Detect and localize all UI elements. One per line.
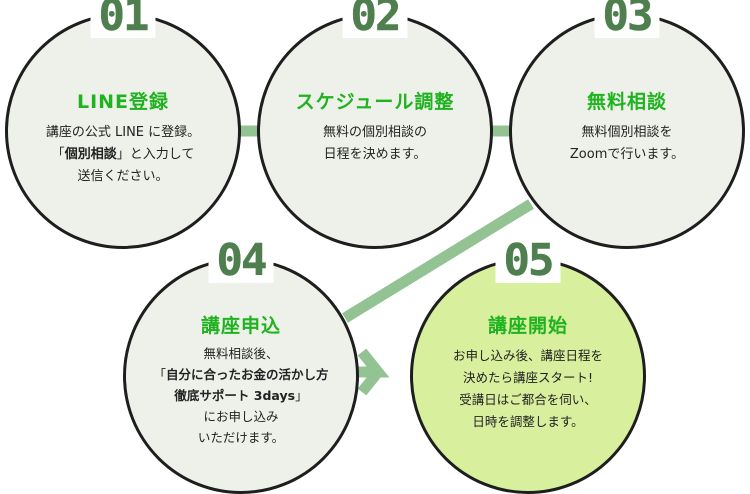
connector-03-04 <box>342 199 534 323</box>
step-04: 04 講座申込 無料相談後、「自分に合ったお金の活かし方徹底サポート 3days… <box>123 238 359 494</box>
description-text: 受講日はご都合を伺い、 <box>459 392 597 407</box>
description-line: 日程を決めます。 <box>274 144 476 166</box>
description-line: 送信ください。 <box>22 166 224 188</box>
step-01: 01 LINE登録 講座の公式 LINE に登録。「個別相談」と入力して送信くだ… <box>5 0 241 249</box>
description-text: 講座の公式 LINE に登録。 <box>45 125 201 140</box>
step-title: 無料相談 <box>586 91 667 113</box>
description-line: 日時を調整します。 <box>427 411 629 433</box>
description-text: Zoomで行います。 <box>569 147 685 162</box>
step-number: 03 <box>594 0 660 38</box>
step-number: 01 <box>90 0 156 38</box>
step-description: 無料個別相談を Zoomで行います。 <box>526 122 728 166</box>
description-text: 無料の個別相談の <box>322 125 427 140</box>
description-text: 」と入力して <box>116 147 195 162</box>
description-text: いただけます。 <box>197 430 285 445</box>
description-text: 日時を調整します。 <box>472 414 584 429</box>
description-text: にお申し込み <box>203 409 279 424</box>
step-description: お申し込み後、講座日程を決めたら講座スタート! 受講日はご都合を伺い、日時を調整し… <box>427 345 629 433</box>
step-title: LINE登録 <box>76 91 170 113</box>
step-number: 04 <box>208 238 274 283</box>
description-line: 無料個別相談を <box>526 122 728 144</box>
emphasis-text: 自分に合ったお金の活かし方 <box>166 367 329 382</box>
description-line: Zoomで行います。 <box>526 144 728 166</box>
emphasis-text: 個別相談 <box>64 147 117 162</box>
step-02: 02 スケジュール調整 無料の個別相談の日程を決めます。 <box>257 0 493 249</box>
step-number: 05 <box>495 238 561 283</box>
description-line: 「自分に合ったお金の活かし方 <box>140 364 342 385</box>
description-text: 」 <box>295 388 308 403</box>
description-line: 無料の個別相談の <box>274 122 476 144</box>
description-line: お申し込み後、講座日程を <box>427 345 629 367</box>
description-line: 「個別相談」と入力して <box>22 144 224 166</box>
step-description: 無料相談後、「自分に合ったお金の活かし方徹底サポート 3days」にお申し込みい… <box>140 343 342 448</box>
step-05: 05 講座開始 お申し込み後、講座日程を決めたら講座スタート! 受講日はご都合を伺… <box>410 238 646 494</box>
description-line: 無料相談後、 <box>140 343 342 364</box>
description-text: 無料個別相談を <box>581 125 673 140</box>
step-number: 02 <box>342 0 408 38</box>
description-text: お申し込み後、講座日程を <box>452 348 603 363</box>
description-text: 決めたら講座スタート! <box>462 370 593 385</box>
description-text: 送信ください。 <box>77 169 169 184</box>
description-text: 日程を決めます。 <box>323 147 427 162</box>
step-title: 講座申込 <box>200 315 281 337</box>
description-line: 受講日はご都合を伺い、 <box>427 389 629 411</box>
description-line: 講座の公式 LINE に登録。 <box>22 122 224 144</box>
description-text: 無料相談後、 <box>203 346 279 361</box>
description-line: 徹底サポート 3days」 <box>140 385 342 406</box>
emphasis-text: 徹底サポート 3days <box>174 388 296 403</box>
step-title: 講座開始 <box>487 315 568 337</box>
step-title: スケジュール調整 <box>295 91 455 113</box>
description-line: 決めたら講座スタート! <box>427 367 629 389</box>
step-03: 03 無料相談 無料個別相談を Zoomで行います。 <box>509 0 745 249</box>
description-line: いただけます。 <box>140 427 342 448</box>
description-line: にお申し込み <box>140 406 342 427</box>
step-description: 無料の個別相談の日程を決めます。 <box>274 122 476 166</box>
description-text: 「 <box>51 147 65 162</box>
step-description: 講座の公式 LINE に登録。「個別相談」と入力して送信ください。 <box>22 122 224 188</box>
description-text: 「 <box>153 367 166 382</box>
